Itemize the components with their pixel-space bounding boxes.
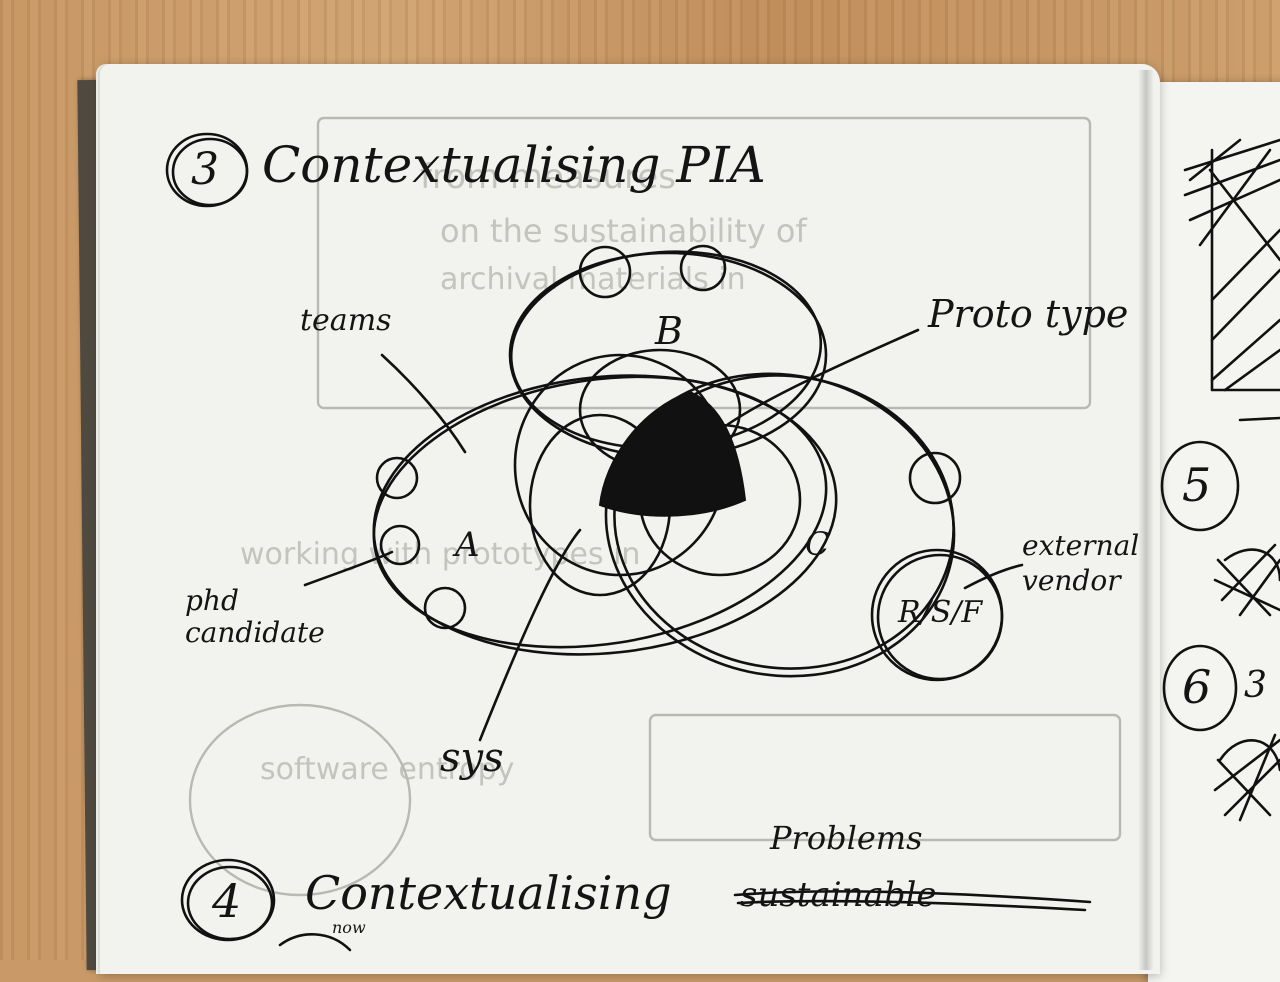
notebook-left-page (100, 64, 1160, 974)
circled-number-3 (165, 132, 249, 208)
show-through-text: software entropy (260, 752, 515, 787)
section-4-inserted-word: Problems (770, 819, 923, 857)
right-page-item-6-text: 3 (1244, 665, 1267, 706)
label-c: C (805, 525, 830, 563)
section-4-number: 4 (212, 874, 242, 928)
annotation-external-vendor: external vendor (1022, 529, 1140, 597)
label-b: B (655, 309, 683, 353)
ink-sketch (165, 116, 1280, 952)
show-through-text: on the sustainability of (440, 212, 807, 250)
section-4-small-word: now (332, 918, 366, 937)
annotation-rsf: R/S/F (898, 595, 983, 630)
right-page-scribbles (1160, 138, 1280, 822)
shaded-intersection (598, 390, 747, 517)
annotation-prototypes: Proto type (928, 292, 1129, 336)
section-4-title: Contextualising (305, 866, 672, 920)
annotation-sys: sys (440, 735, 504, 781)
annotation-teams: teams (300, 303, 392, 338)
right-page-item-5: 5 (1182, 458, 1212, 512)
strikethrough-lines (733, 890, 1092, 912)
circled-number-4 (180, 858, 352, 952)
show-through-text: from measures (420, 157, 676, 197)
right-page-item-6: 6 (1182, 660, 1212, 714)
section-3-title: Contextualising PIA (262, 136, 766, 194)
section-3-number: 3 (191, 144, 219, 195)
venn-diagram (303, 244, 1024, 742)
annotation-phd-candidate: phd candidate (185, 584, 325, 650)
notebook-gutter (1138, 70, 1154, 970)
section-4-struck-word: sustainable (740, 875, 937, 915)
label-a: A (455, 525, 480, 565)
